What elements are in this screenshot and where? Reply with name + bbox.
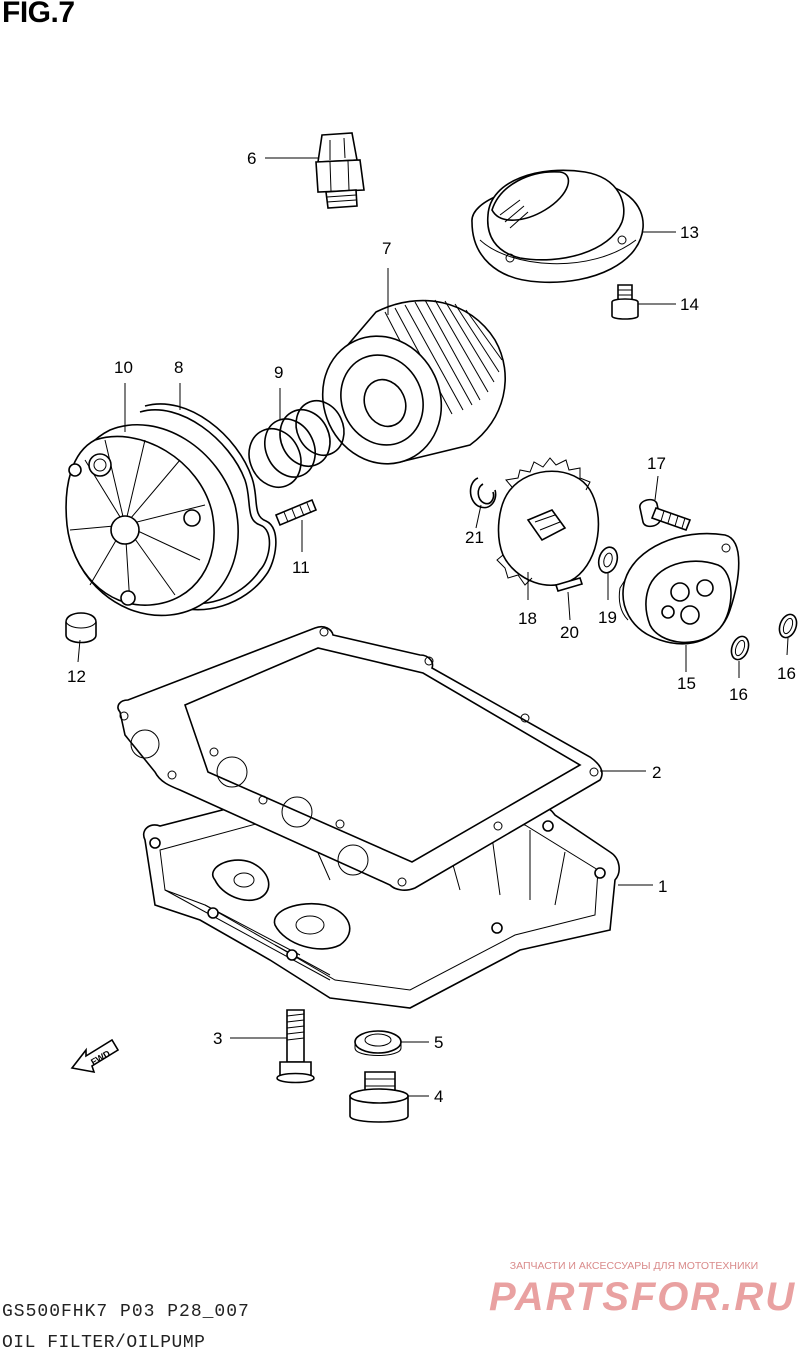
callout-5: 5 <box>434 1033 443 1052</box>
part-15-oil-pump[interactable] <box>618 532 740 645</box>
part-11-stud[interactable] <box>274 498 318 527</box>
part-10-filter-cap[interactable] <box>65 424 239 617</box>
callout-15: 15 <box>677 674 696 693</box>
watermark-tagline: ЗАПЧАСТИ И АКСЕССУАРЫ ДЛЯ МОТОТЕХНИКИ <box>509 1260 759 1272</box>
part-9-spring[interactable] <box>240 393 353 496</box>
callout-17: 17 <box>647 454 666 473</box>
callout-2: 2 <box>652 763 661 782</box>
callout-19: 19 <box>598 608 617 627</box>
part-18-pump-gear[interactable] <box>496 457 600 587</box>
part-20-pin[interactable] <box>554 577 584 592</box>
part-2-pan-gasket[interactable] <box>117 625 603 891</box>
part-7-oil-filter[interactable] <box>302 299 506 483</box>
part-1-oil-pan[interactable] <box>142 789 620 1009</box>
part-3-pan-bolt[interactable] <box>276 1009 315 1084</box>
callout-9: 9 <box>274 363 283 382</box>
callout-16-right: 16 <box>777 664 796 683</box>
part-13-cover[interactable] <box>471 169 644 284</box>
callout-12: 12 <box>67 667 86 686</box>
figure-title: FIG.7 <box>2 0 75 29</box>
callout-10: 10 <box>114 358 133 377</box>
part-17-pump-screw[interactable] <box>639 498 692 532</box>
callout-7: 7 <box>382 239 391 258</box>
callout-8: 8 <box>174 358 183 377</box>
callout-16-left: 16 <box>729 685 748 704</box>
figure-caption: OIL FILTER/OILPUMP <box>2 1333 206 1353</box>
callout-14: 14 <box>680 295 699 314</box>
callout-18: 18 <box>518 609 537 628</box>
part-4-drain-plug[interactable] <box>349 1071 409 1123</box>
callout-21: 21 <box>465 528 484 547</box>
figure-code: GS500FHK7 P03 P28_007 <box>2 1302 250 1322</box>
part-21-circlip[interactable] <box>469 477 497 509</box>
callout-6: 6 <box>247 149 256 168</box>
callout-11: 11 <box>292 558 310 577</box>
part-19-washer[interactable] <box>596 545 620 575</box>
callout-1: 1 <box>658 877 667 896</box>
callout-20: 20 <box>560 623 579 642</box>
callout-13: 13 <box>680 223 699 242</box>
fwd-arrow-icon: FWD <box>70 1038 120 1074</box>
watermark-brand: PARTSFOR.RU <box>489 1275 797 1319</box>
part-16-o-ring-right[interactable] <box>776 612 799 640</box>
callout-4: 4 <box>434 1087 443 1106</box>
part-6-pressure-switch[interactable] <box>315 132 365 209</box>
part-5-drain-gasket[interactable] <box>354 1030 402 1056</box>
part-12-cap-nut[interactable] <box>65 612 97 644</box>
callout-3: 3 <box>213 1029 222 1048</box>
part-16-o-ring-left[interactable] <box>728 634 751 662</box>
part-8-cap-gasket[interactable] <box>139 403 277 611</box>
part-14-cover-screw[interactable] <box>611 284 639 320</box>
